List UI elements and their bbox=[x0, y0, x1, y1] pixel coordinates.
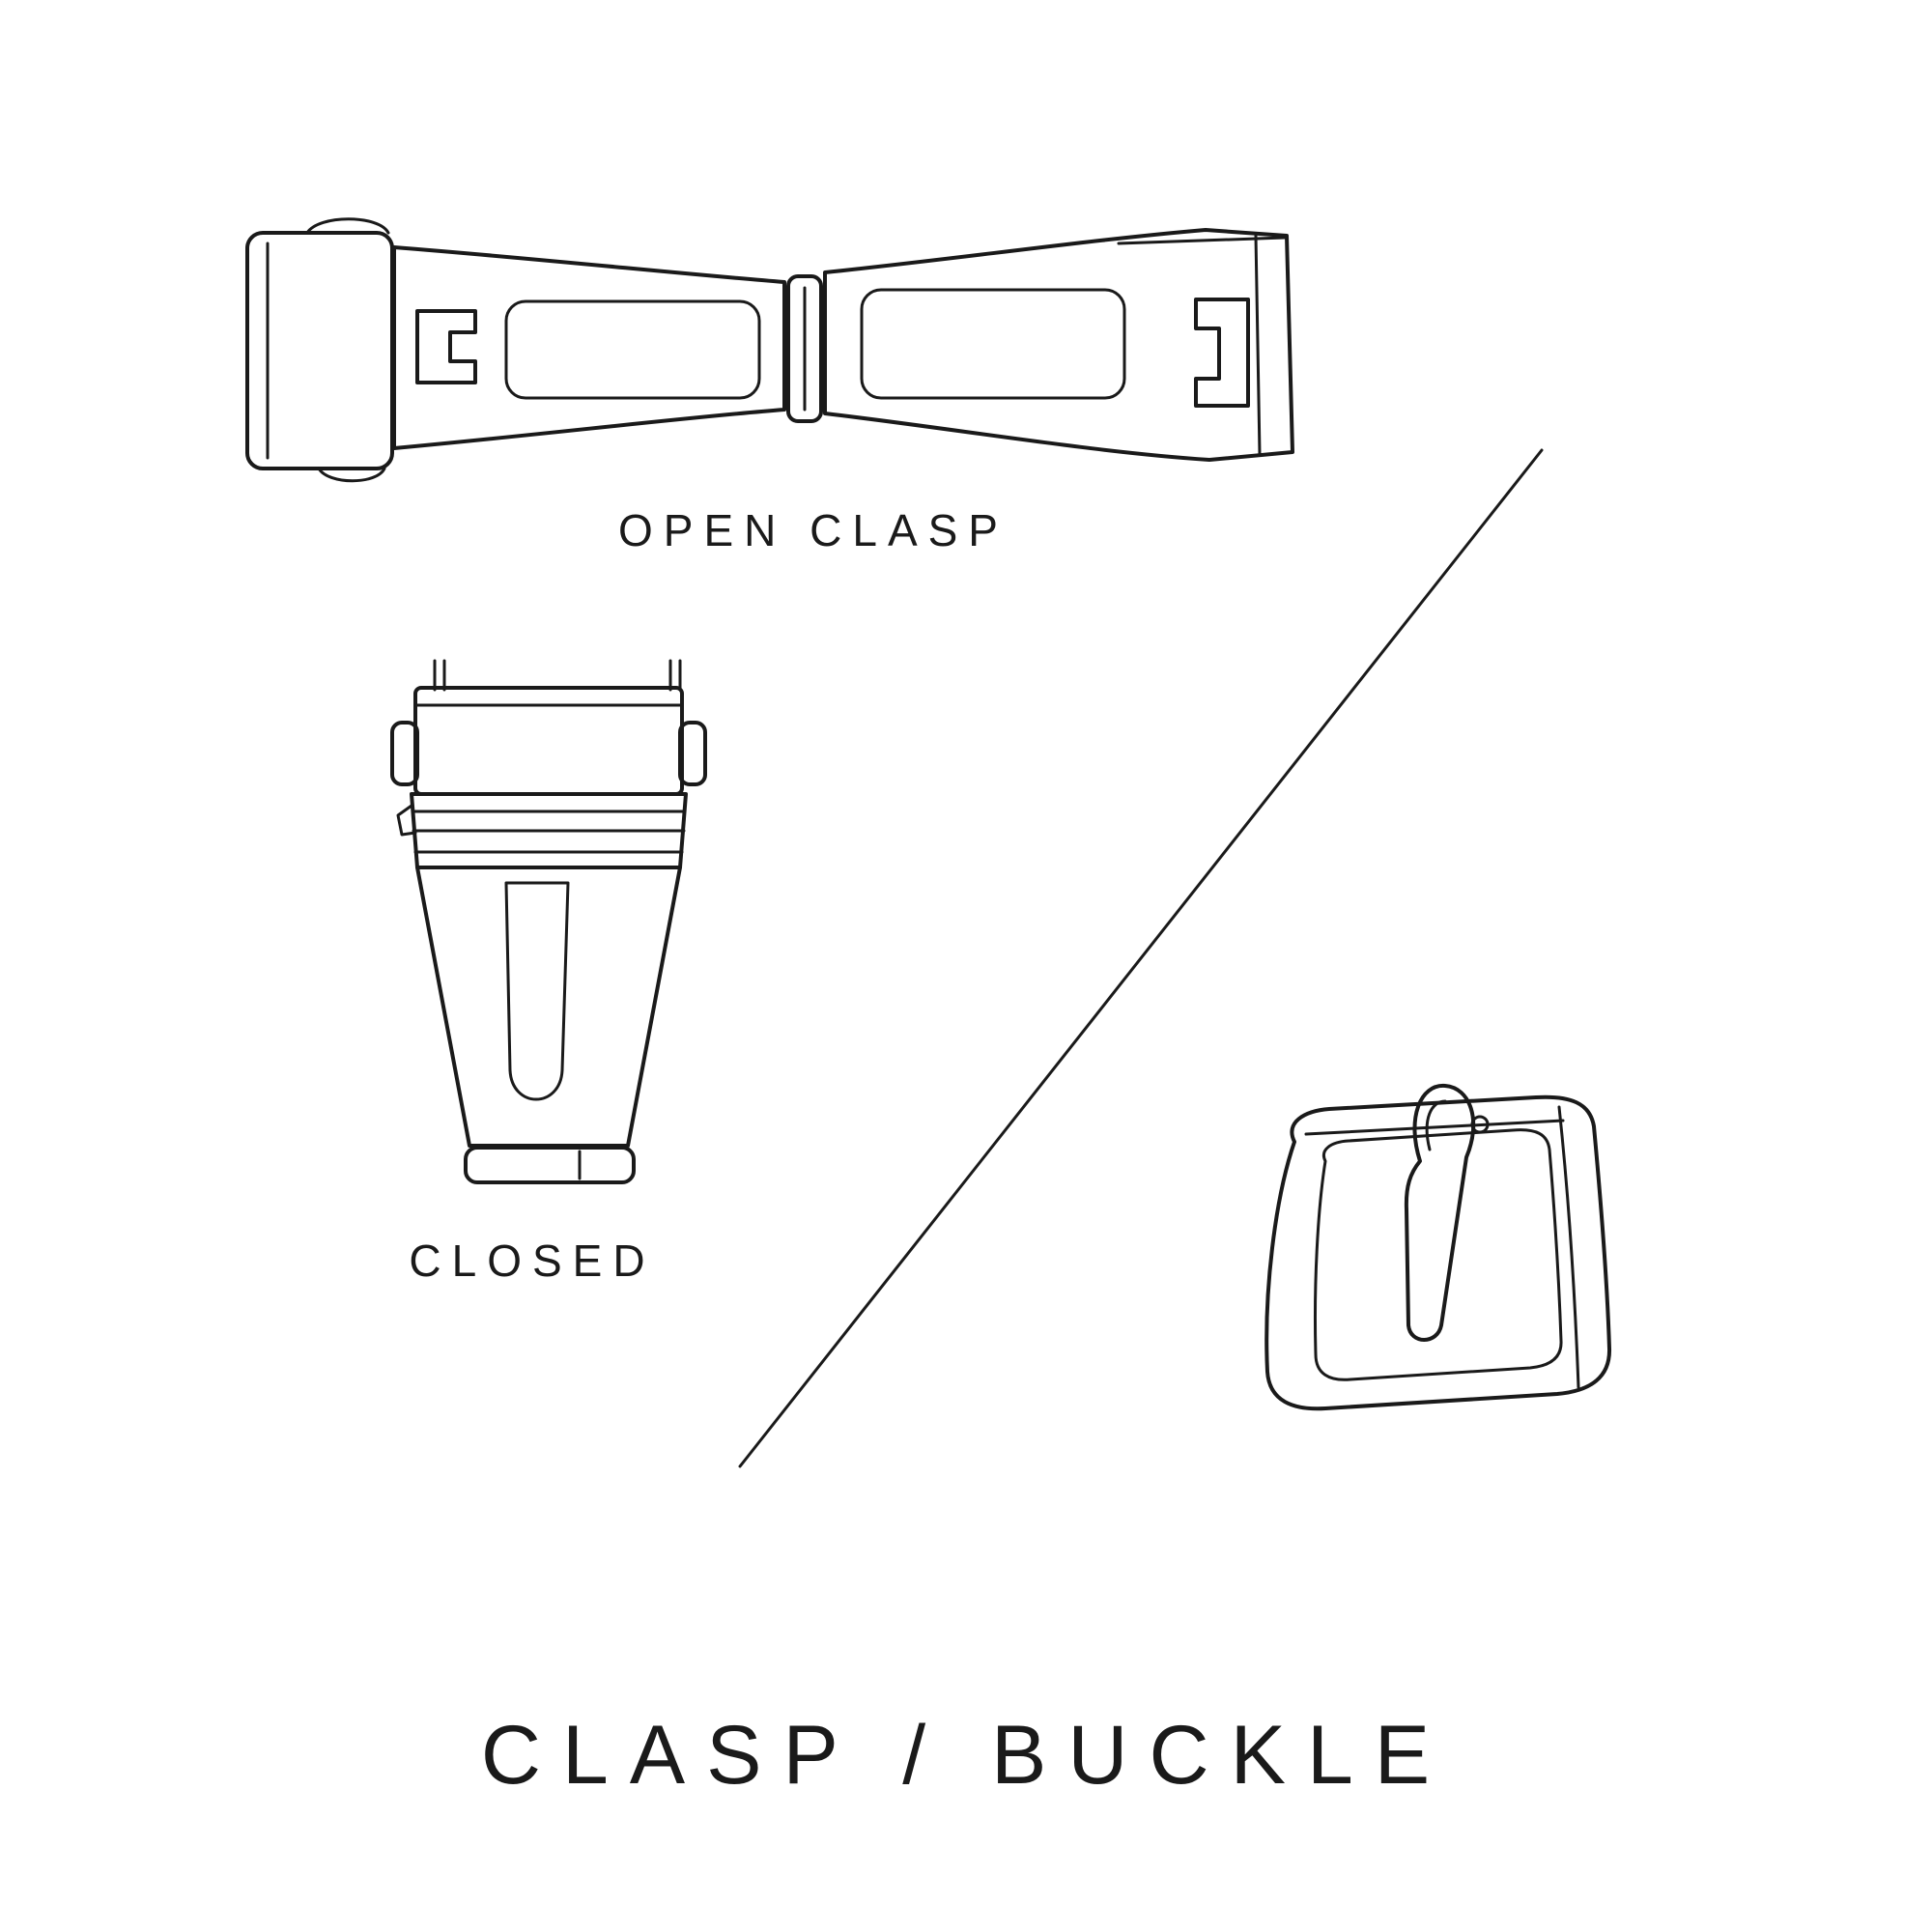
closed-clasp-illustration bbox=[390, 659, 707, 1184]
open-clasp-label: OPEN CLASP bbox=[618, 505, 1009, 555]
closed-label: CLOSED bbox=[409, 1236, 656, 1286]
page-title: CLASP / BUCKLE bbox=[480, 1709, 1452, 1802]
divider-line bbox=[738, 448, 1544, 1468]
buckle-illustration bbox=[1264, 1083, 1612, 1411]
open-clasp-illustration bbox=[245, 217, 1294, 483]
